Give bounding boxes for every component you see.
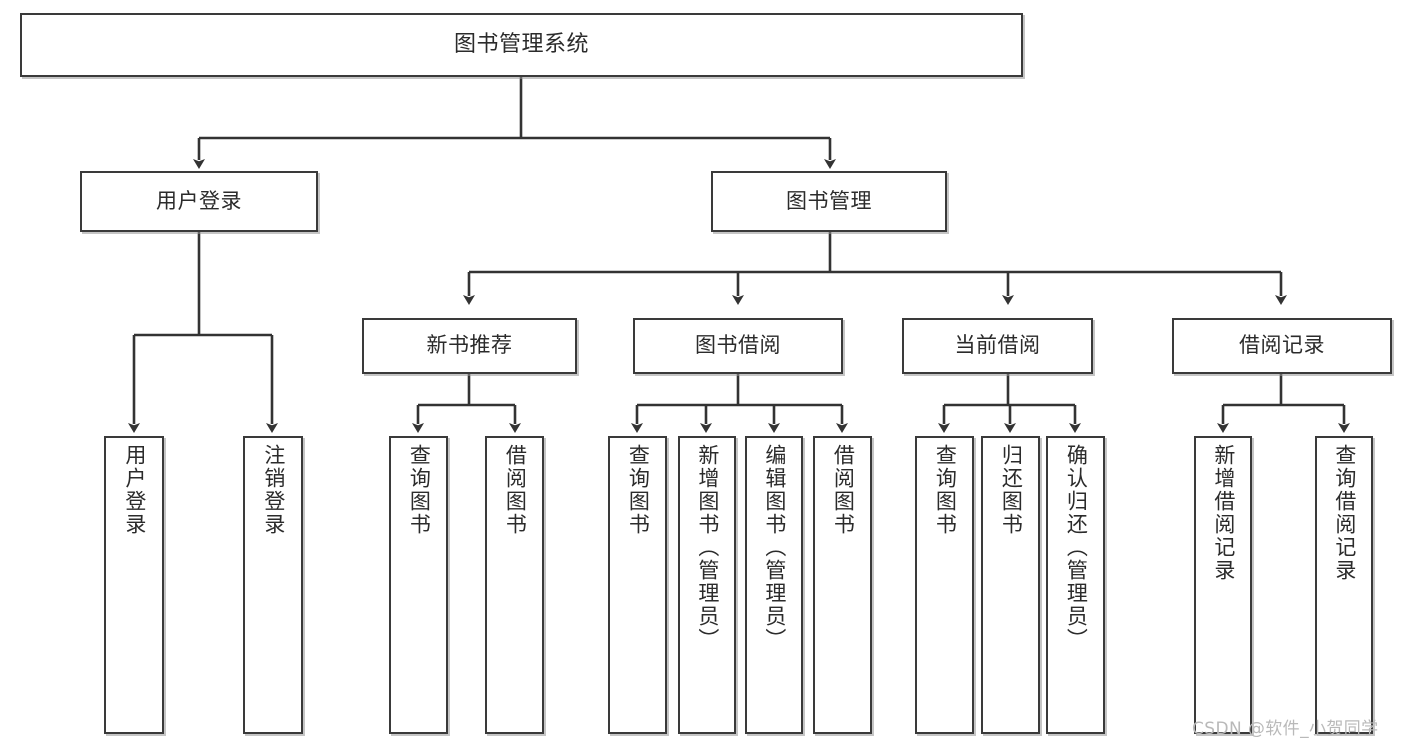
leaf-new-book-query-label: 查询图书 xyxy=(407,444,432,536)
node-root-label: 图书管理系统 xyxy=(453,31,589,57)
leaf-borrow-query-label: 查询图书 xyxy=(626,444,651,536)
leaf-user-login[interactable]: 用户登录 xyxy=(104,436,164,734)
leaf-borrow-add-book[interactable]: 新增图书（管理员） xyxy=(678,436,736,734)
node-book-management[interactable]: 图书管理 xyxy=(711,171,947,232)
leaf-borrow-borrow-book[interactable]: 借阅图书 xyxy=(813,436,872,734)
node-root[interactable]: 图书管理系统 xyxy=(20,13,1023,77)
leaf-records-add[interactable]: 新增借阅记录 xyxy=(1194,436,1252,734)
node-current-borrow[interactable]: 当前借阅 xyxy=(902,318,1093,374)
node-book-borrow[interactable]: 图书借阅 xyxy=(633,318,843,374)
node-current-borrow-label: 当前借阅 xyxy=(954,333,1041,358)
node-user-login[interactable]: 用户登录 xyxy=(80,171,318,232)
node-user-login-label: 用户登录 xyxy=(156,188,242,213)
leaf-borrow-edit-book-label: 编辑图书（管理员） xyxy=(762,444,787,651)
leaf-user-login-label: 用户登录 xyxy=(122,444,147,536)
leaf-logout[interactable]: 注销登录 xyxy=(243,436,303,734)
leaf-records-add-label: 新增借阅记录 xyxy=(1211,444,1236,582)
node-book-borrow-label: 图书借阅 xyxy=(695,333,781,358)
leaf-current-query-label: 查询图书 xyxy=(933,444,958,536)
node-book-management-label: 图书管理 xyxy=(786,188,872,213)
watermark: CSDN @软件_小贺同学 xyxy=(1192,719,1379,739)
node-borrow-records[interactable]: 借阅记录 xyxy=(1172,318,1392,374)
leaf-current-confirm-return[interactable]: 确认归还（管理员） xyxy=(1046,436,1105,734)
leaf-new-book-query[interactable]: 查询图书 xyxy=(389,436,448,734)
leaf-current-return-label: 归还图书 xyxy=(999,444,1024,536)
node-new-book-recommend-label: 新书推荐 xyxy=(426,333,513,358)
leaf-borrow-add-book-label: 新增图书（管理员） xyxy=(695,444,720,651)
leaf-borrow-edit-book[interactable]: 编辑图书（管理员） xyxy=(745,436,803,734)
leaf-borrow-borrow-book-label: 借阅图书 xyxy=(831,444,856,536)
node-new-book-recommend[interactable]: 新书推荐 xyxy=(362,318,577,374)
leaf-current-return[interactable]: 归还图书 xyxy=(981,436,1040,734)
leaf-borrow-query[interactable]: 查询图书 xyxy=(608,436,667,734)
leaf-new-book-borrow[interactable]: 借阅图书 xyxy=(485,436,544,734)
node-borrow-records-label: 借阅记录 xyxy=(1239,333,1325,358)
leaf-new-book-borrow-label: 借阅图书 xyxy=(503,444,528,536)
leaf-records-query[interactable]: 查询借阅记录 xyxy=(1315,436,1373,734)
leaf-current-query[interactable]: 查询图书 xyxy=(915,436,974,734)
leaf-current-confirm-return-label: 确认归还（管理员） xyxy=(1064,444,1089,651)
leaf-logout-label: 注销登录 xyxy=(261,444,286,536)
leaf-records-query-label: 查询借阅记录 xyxy=(1332,444,1357,582)
